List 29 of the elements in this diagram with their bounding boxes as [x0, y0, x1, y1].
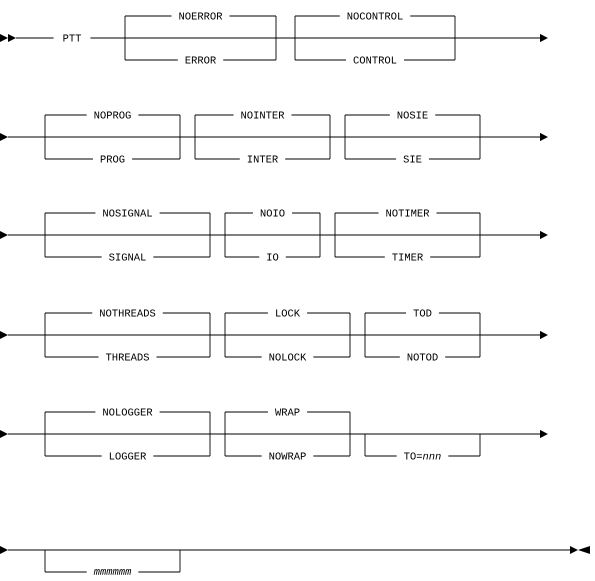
- keyword: ERROR: [186, 56, 216, 64]
- keyword: WRAP: [274, 408, 300, 416]
- keyword: NOERROR: [179, 12, 222, 20]
- keyword: NOIO: [260, 209, 285, 217]
- keyword: NOTIMER: [386, 209, 430, 217]
- keyword: NOWRAP: [270, 452, 306, 460]
- keyword: IO: [267, 253, 278, 261]
- keyword: PTT: [63, 34, 82, 42]
- keyword: CONTROL: [354, 56, 396, 64]
- variable-keyword: mmmmmm: [94, 569, 132, 575]
- keyword: NOCONTROL: [348, 12, 403, 20]
- keyword: NOINTER: [241, 111, 284, 119]
- keyword: SIGNAL: [109, 253, 146, 261]
- keyword: NOPROG: [94, 111, 131, 119]
- keyword: TIMER: [392, 254, 423, 260]
- keyword: PROG: [100, 155, 124, 163]
- keyword: NOLOCK: [270, 353, 306, 361]
- keyword: TO=nnn: [404, 452, 441, 460]
- keyword: SIE: [404, 155, 422, 163]
- keyword: INTER: [248, 156, 278, 162]
- keyword: LOGGER: [110, 452, 146, 460]
- keyword: TOD: [413, 309, 432, 317]
- keyword: NOLOGGER: [103, 408, 152, 416]
- keyword: LOCK: [276, 309, 300, 317]
- keyword: NOTHREADS: [100, 309, 156, 317]
- keyword: THREADS: [106, 353, 149, 361]
- keyword: NOSIGNAL: [103, 209, 152, 217]
- keyword: NOSIE: [398, 111, 428, 119]
- keyword: NOTOD: [408, 353, 438, 361]
